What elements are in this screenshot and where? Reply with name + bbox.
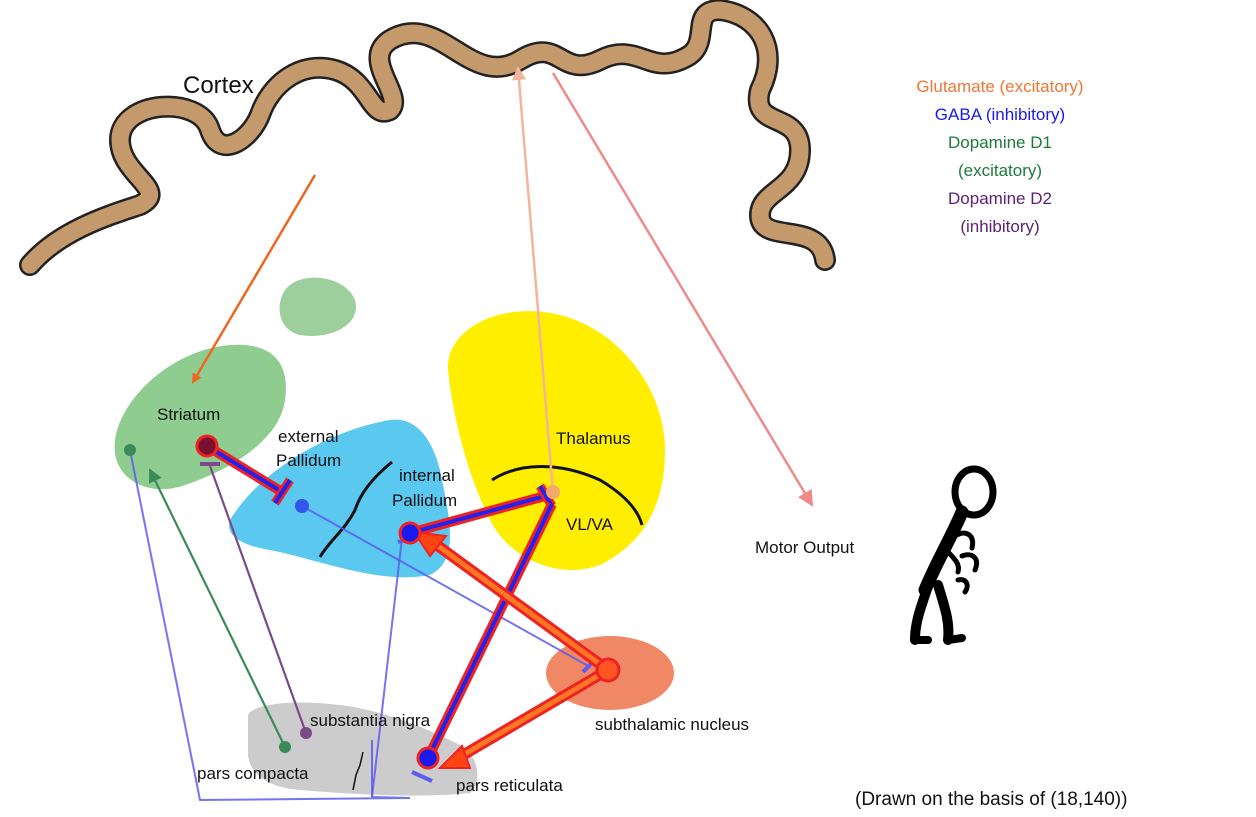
legend-glutamate: Glutamate (excitatory) — [916, 77, 1083, 96]
cortex-shape — [30, 10, 825, 265]
credit-text: (Drawn on the basis of (18,140)) — [855, 789, 1127, 810]
subthalamic-nucleus-label: subthalamic nucleus — [595, 715, 749, 734]
legend-dopamine-d1: Dopamine D1 — [948, 133, 1052, 152]
snr-neuron — [418, 748, 438, 768]
legend-gaba: GABA (inhibitory) — [935, 105, 1065, 124]
gpi-neuron — [400, 523, 420, 543]
small-green-blob — [280, 278, 356, 336]
striatum-d1-neuron — [124, 444, 136, 456]
legend-dopamine-d1-effect: (excitatory) — [958, 161, 1042, 180]
internal-pallidum-label-line2: Pallidum — [392, 491, 457, 510]
legend-dopamine-d2-effect: (inhibitory) — [960, 217, 1039, 236]
cortex-label: Cortex — [183, 72, 254, 99]
gpe-neuron — [295, 499, 309, 513]
external-pallidum-label-line1: external — [278, 427, 338, 446]
internal-pallidum-label-line1: internal — [399, 466, 455, 485]
legend-dopamine-d2: Dopamine D2 — [948, 189, 1052, 208]
thalamus-label: Thalamus — [556, 429, 631, 448]
pars-compacta-label: pars compacta — [197, 764, 309, 783]
external-pallidum-label-line2: Pallidum — [276, 451, 341, 470]
stn-neuron — [597, 659, 619, 681]
substantia-nigra-label: substantia nigra — [310, 711, 431, 730]
legend: Glutamate (excitatory) GABA (inhibitory)… — [916, 77, 1083, 236]
stick-figure — [915, 469, 993, 640]
thalamus-neuron — [546, 485, 560, 499]
striatum-d2-neuron — [197, 436, 217, 456]
snc-d1-neuron — [279, 741, 291, 753]
vl-va-label: VL/VA — [566, 515, 614, 534]
motor-output-label: Motor Output — [755, 538, 854, 557]
striatum-label: Striatum — [157, 405, 220, 424]
pars-reticulata-label: pars reticulata — [456, 776, 563, 795]
